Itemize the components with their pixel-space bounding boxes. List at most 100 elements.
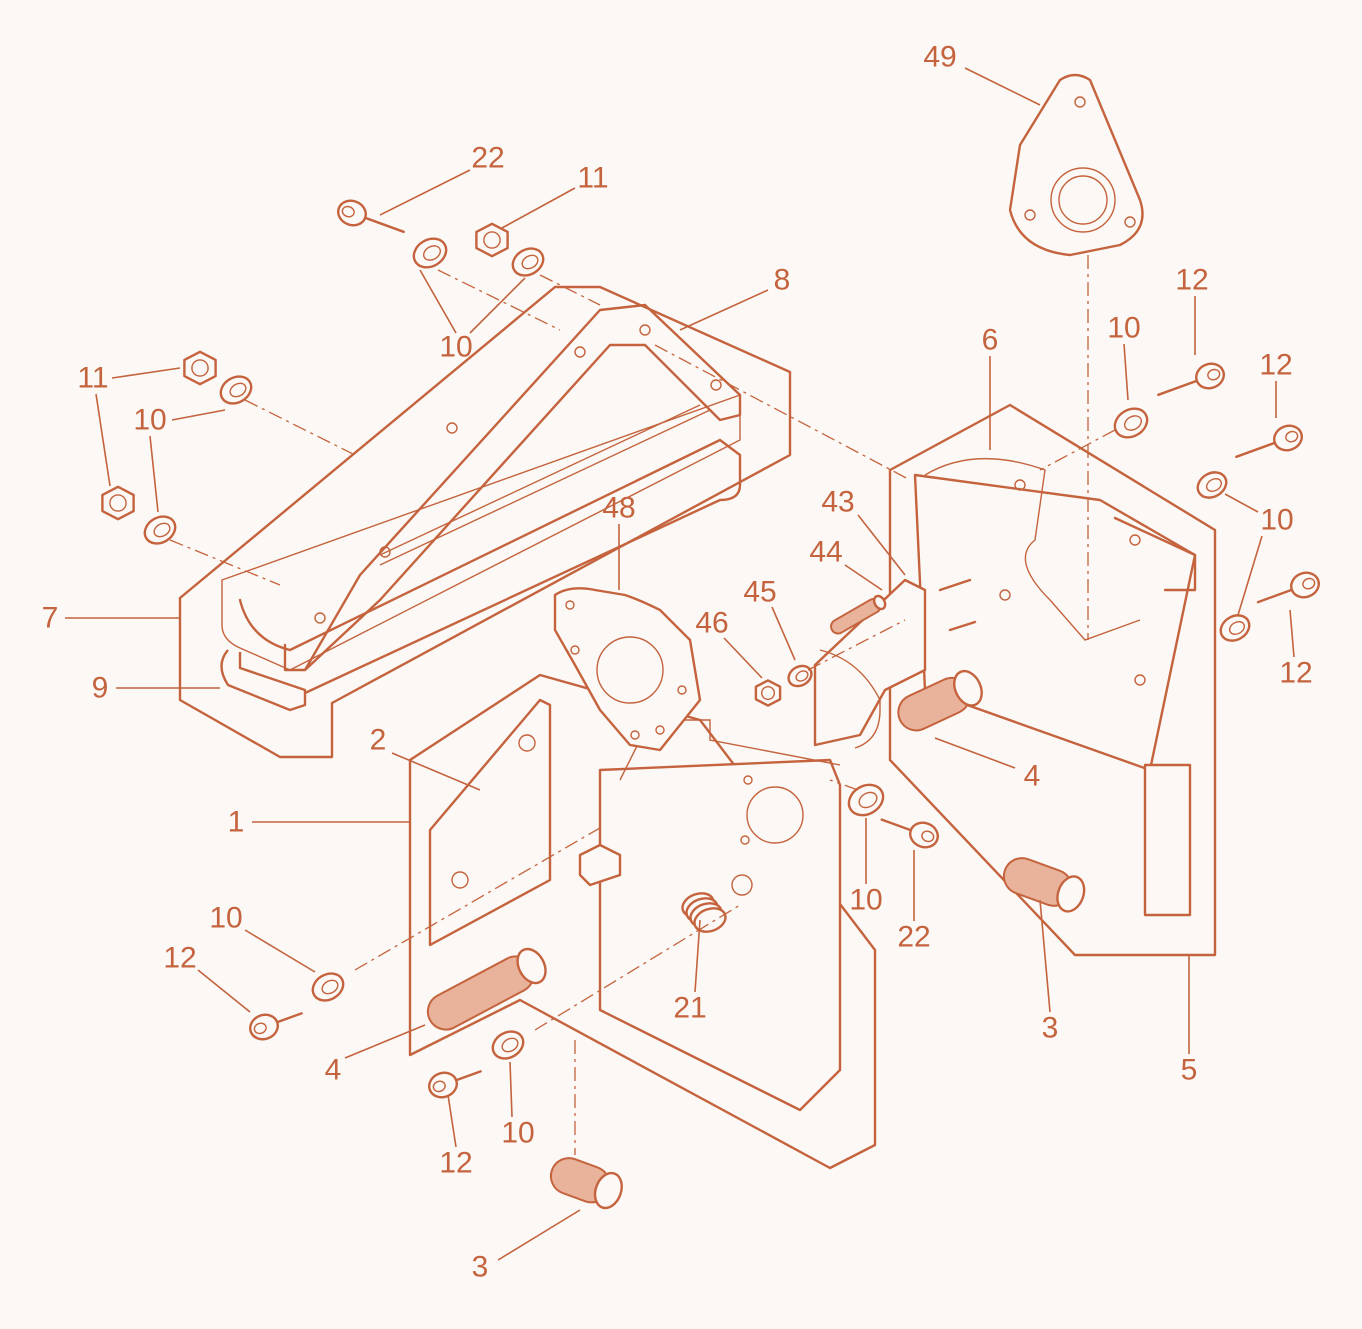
gh4 (655, 725, 665, 735)
hole-l5 (743, 775, 753, 785)
fh1 (1074, 96, 1086, 108)
felt-4-left-end (516, 947, 547, 985)
callout-c9: 9 (92, 672, 109, 705)
gasket-plate-48 (553, 587, 702, 752)
alignment-line-8 (354, 824, 606, 971)
leader-c11-left-1 (111, 367, 181, 379)
gh5 (630, 730, 640, 740)
callout-c22-top: 22 (471, 142, 504, 175)
alignment-line-3 (244, 399, 356, 456)
hole-l2 (451, 871, 469, 889)
hole-f (710, 379, 722, 391)
felt-4-left (426, 947, 547, 1031)
left-plate-main (598, 758, 842, 1112)
nut-11-top-bore (483, 231, 501, 249)
alignment-line-2 (539, 274, 601, 306)
washer-10-right-low-hole (1228, 621, 1246, 635)
callout-c10-mid: 10 (849, 884, 882, 917)
washer-10-right-low (1219, 614, 1251, 642)
hole-b (379, 546, 391, 558)
leader-c10-left-1 (171, 409, 226, 421)
screw-22-top-thread (351, 212, 404, 233)
washer-10-bottom (491, 1030, 525, 1060)
leader-c8-1 (679, 289, 769, 331)
right-plate-6 (913, 473, 1197, 772)
callout-c10-bottom: 10 (501, 1117, 534, 1150)
parts-layer (101, 73, 1320, 1210)
callout-c12-bottom: 12 (439, 1147, 472, 1180)
screw-12-right-a-socket (1207, 368, 1221, 381)
felt-4-right (897, 669, 983, 732)
callout-c7: 7 (42, 602, 59, 635)
right-plate-tab (1113, 516, 1197, 592)
leader-lines-layer (65, 67, 1295, 1261)
leader-c44-1 (844, 564, 883, 591)
leader-c12-low-left-1 (197, 969, 251, 1013)
right-plate-cutout (924, 458, 1141, 641)
leader-c11-top-1 (501, 187, 576, 229)
alignment-line-9 (534, 904, 741, 1031)
leader-c46-1 (723, 637, 763, 679)
callout-c3-right: 3 (1042, 1012, 1059, 1045)
nut-46-bore (761, 686, 776, 701)
leader-c4-left-1 (344, 1024, 426, 1059)
washer-10-right-mid (1196, 471, 1228, 499)
leader-c45-1 (771, 606, 796, 661)
alignment-line-11 (807, 619, 906, 671)
washer-10-top-right (511, 247, 545, 277)
callout-c43: 43 (821, 486, 854, 519)
hole-d (574, 346, 586, 358)
felt-3-right-end (1056, 875, 1086, 913)
washer-10-left-upper (219, 375, 253, 405)
leader-c10-left-2 (149, 435, 159, 513)
screw-12-bottom (428, 1071, 458, 1099)
leader-c49-1 (964, 67, 1041, 106)
alignment-line-7 (1039, 429, 1116, 471)
callout-c6: 6 (982, 324, 999, 357)
callout-c12-a: 12 (1175, 264, 1208, 297)
felt-44-end (872, 594, 887, 611)
hole-r3 (1129, 534, 1141, 546)
callout-c49: 49 (923, 41, 956, 74)
hole-r2 (999, 589, 1011, 601)
screw-12-right-c (1290, 571, 1320, 599)
callout-c10-left: 10 (133, 404, 166, 437)
screw-22-mid-socket (921, 830, 935, 843)
callout-c21: 21 (673, 992, 706, 1025)
callout-c12-c: 12 (1279, 657, 1312, 690)
leader-c12-bottom-1 (447, 1094, 457, 1148)
leader-c11-left-2 (95, 393, 111, 487)
flange-bore-inner (1058, 175, 1108, 225)
hole-l3 (740, 835, 750, 845)
leader-c4-right-1 (934, 737, 1016, 769)
nut-11-left-lower (101, 485, 135, 521)
screw-22-top (337, 199, 367, 227)
flange-49 (1008, 73, 1144, 257)
leader-c43-1 (857, 514, 906, 576)
fh3 (1124, 216, 1136, 228)
left-plate-bore (746, 786, 804, 844)
hole-l1 (518, 734, 536, 752)
callout-labels-layer: 4922118101210612111010434844745461292411… (42, 41, 1313, 1284)
washer-10-top-left-hole (422, 245, 442, 261)
hole-a (314, 612, 326, 624)
bracket-43-arc (819, 649, 881, 749)
leader-c3-bottom-1 (497, 1209, 581, 1261)
felt-44 (830, 594, 887, 635)
callout-c46: 46 (695, 607, 728, 640)
callout-c44: 44 (809, 536, 842, 569)
nut-46 (754, 679, 782, 707)
nut-11-left-upper (183, 350, 217, 386)
washer-45-hole (795, 670, 809, 682)
felt-channel-9 (220, 649, 307, 712)
alignment-line-1 (437, 269, 561, 331)
hole-l4 (731, 874, 753, 896)
leader-c2-1 (391, 752, 481, 791)
nut-11-left-upper-bore (191, 359, 209, 377)
callout-c10-right-b: 10 (1260, 504, 1293, 537)
channel-rail (238, 438, 742, 702)
nut-11-left-lower-bore (109, 494, 127, 512)
washer-45 (787, 664, 813, 688)
arch-bracket (283, 303, 742, 672)
